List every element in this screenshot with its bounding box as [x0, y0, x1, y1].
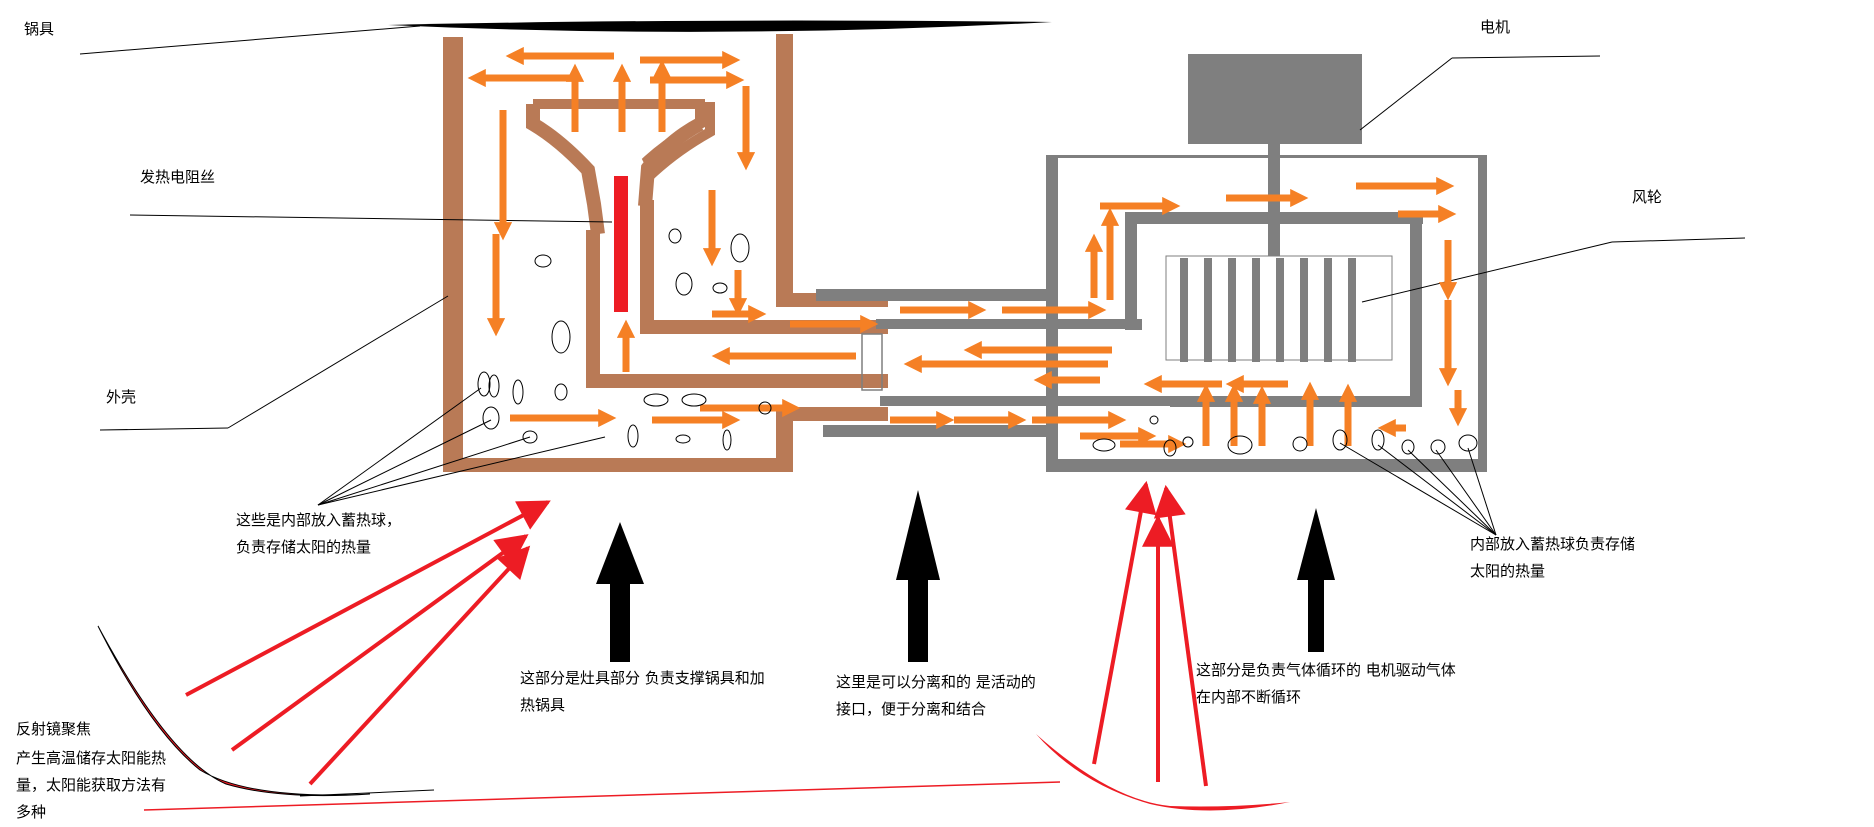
- interface-label-1: 这里是可以分离和的 是活动的: [836, 673, 1036, 691]
- motor-leader-tail: [1451, 55, 1601, 59]
- stove-label-2: 热锅具: [520, 696, 565, 714]
- balls-right-label-2: 太阳的热量: [1470, 562, 1545, 580]
- pot-shape: [388, 20, 1052, 32]
- heat-storage-balls: [477, 228, 1478, 457]
- up-arrow-interface: [896, 490, 940, 662]
- balls-left-label-2: 负责存储太阳的热量: [236, 538, 371, 556]
- shell-leader: [227, 295, 449, 429]
- reflector-baseline: [143, 781, 1061, 811]
- circulation-label-1: 这部分是负责气体循环的 电机驱动气体: [1196, 661, 1456, 679]
- interface-box: [861, 333, 883, 391]
- fan-blades: [1180, 258, 1356, 362]
- left-reflector: [97, 625, 371, 797]
- right-reflector: [1036, 734, 1290, 811]
- reflector-label: 反射镜聚焦: [16, 720, 91, 738]
- pot-leader: [79, 25, 421, 55]
- pot-label: 锅具: [24, 20, 54, 38]
- circulation-chamber: [1046, 155, 1487, 472]
- up-arrow-circulation: [1297, 508, 1335, 652]
- airflow-arrows: [467, 46, 1468, 454]
- stove-label-1: 这部分是灶具部分 负责支撑锅具和加: [520, 669, 765, 687]
- fan-leader: [1361, 241, 1613, 303]
- circulation-label-2: 在内部不断循环: [1196, 688, 1301, 706]
- right-ball-leaders: [1339, 442, 1497, 536]
- solar-label-3: 多种: [16, 803, 46, 821]
- heating-wire-label: 发热电阻丝: [140, 168, 215, 186]
- heat-funnel: [526, 99, 715, 235]
- shell-leader-tail: [99, 427, 229, 431]
- shell-label: 外壳: [106, 388, 136, 406]
- heating-wire-leader: [129, 214, 613, 223]
- fan-leader-tail: [1611, 237, 1746, 243]
- motor: [1188, 54, 1362, 144]
- solar-label-1: 产生高温储存太阳能热: [16, 749, 166, 767]
- solar-label-2: 量，太阳能获取方法有: [16, 776, 166, 794]
- connector-pipes: [816, 289, 1170, 437]
- up-arrow-stove: [596, 522, 644, 662]
- reflector-baseline-dark: [299, 789, 435, 797]
- solar-rays: [185, 480, 1208, 787]
- balls-left-label-1: 这些是内部放入蓄热球，: [236, 511, 401, 529]
- motor-label: 电机: [1480, 18, 1510, 36]
- left-ball-leaders: [317, 387, 606, 506]
- motor-leader: [1359, 57, 1453, 131]
- interface-label-2: 接口，便于分离和结合: [836, 700, 986, 718]
- balls-right-label-1: 内部放入蓄热球负责存储: [1470, 535, 1635, 553]
- heating-wire: [614, 176, 628, 312]
- fan-label: 风轮: [1632, 188, 1662, 206]
